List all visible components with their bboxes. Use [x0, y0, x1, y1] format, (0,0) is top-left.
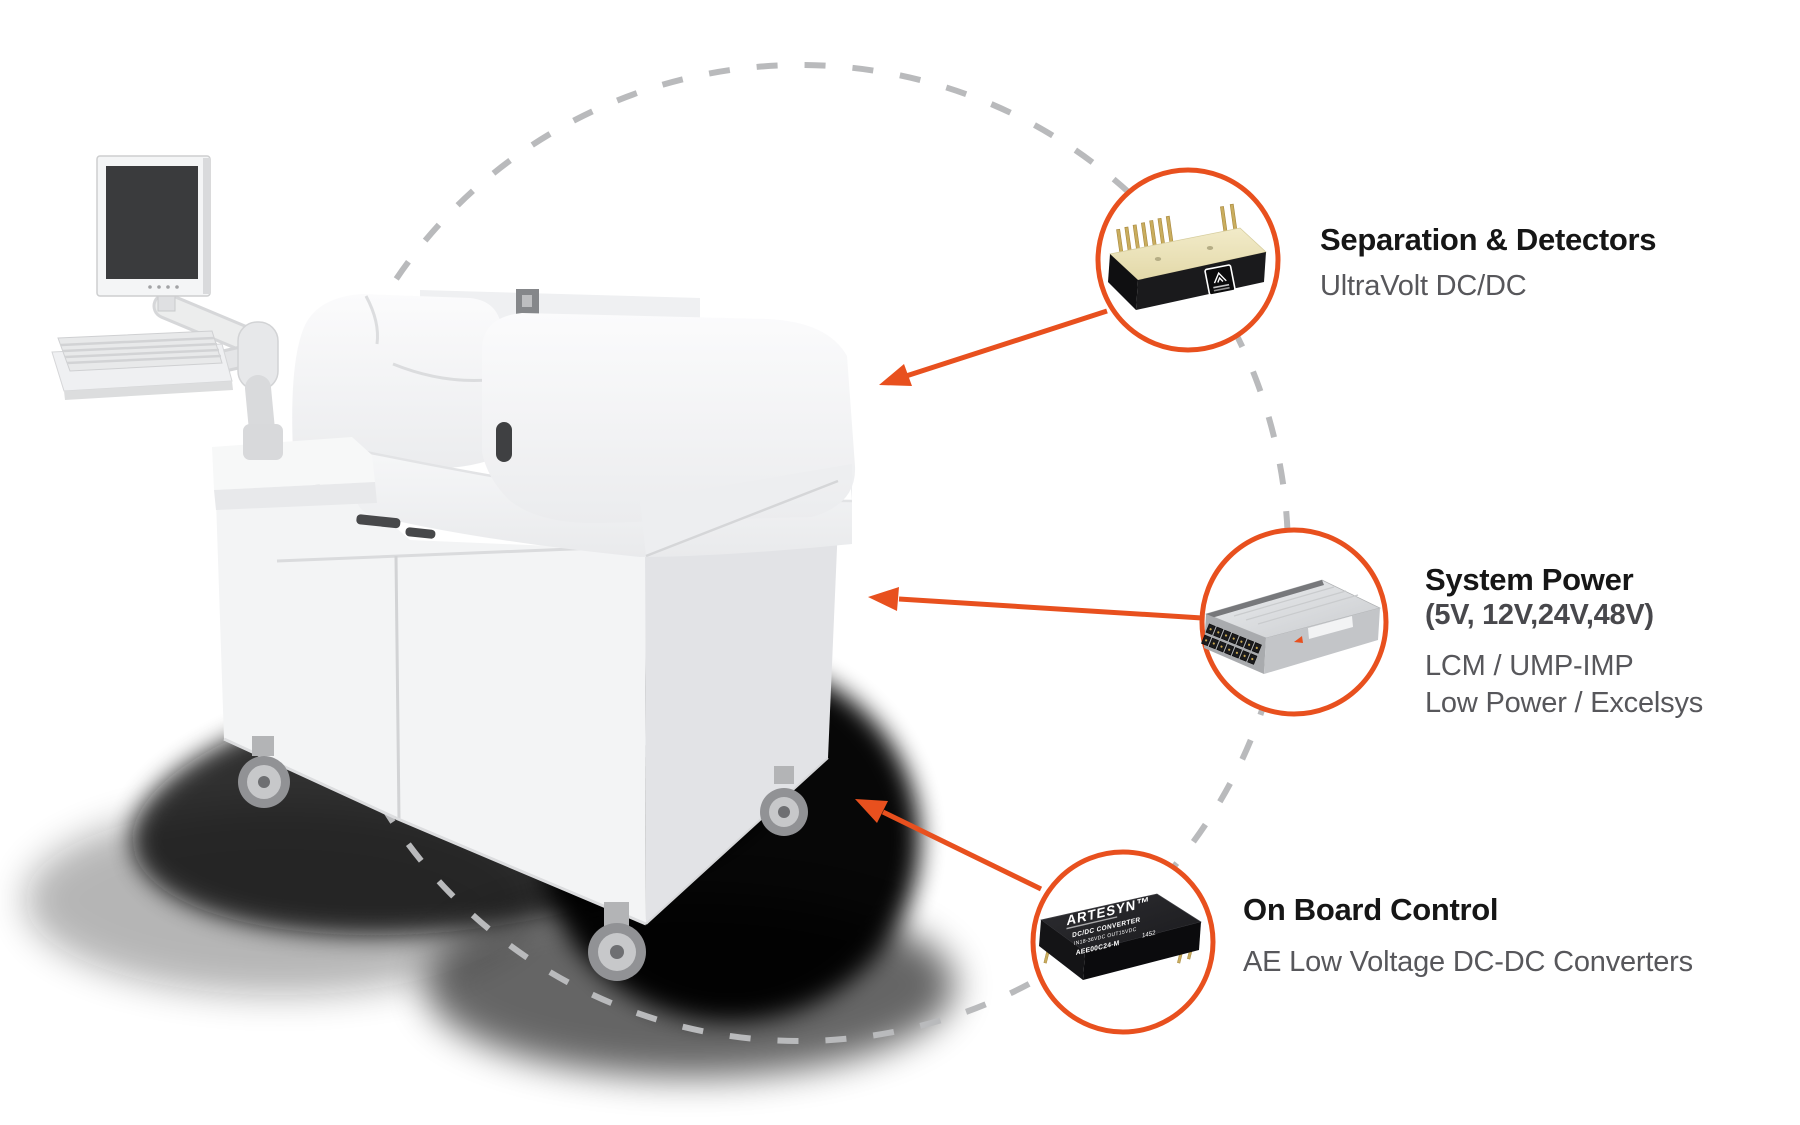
monitor — [96, 155, 211, 312]
analyzer-illustration — [51, 155, 856, 981]
worktop-left-strip-face — [214, 482, 377, 510]
monitor-screen — [106, 166, 198, 279]
caster-rear-right — [760, 766, 808, 836]
lcm-power-supply-illustration — [1201, 579, 1382, 674]
artesyn-converter-illustration: ARTESYN™ DC/DC CONVERTER IN18-36VDC OUT1… — [1039, 893, 1202, 980]
callout-circle-separation — [1095, 167, 1281, 353]
left-hood-seam — [364, 295, 379, 345]
caster-front-left — [238, 736, 290, 808]
deck-slot-left — [356, 514, 401, 529]
callout-system-power-title: System Power — [1425, 562, 1634, 597]
connector-grid — [1201, 623, 1262, 665]
callout-separation-title: Separation & Detectors — [1320, 222, 1657, 257]
arrow-system-power — [868, 587, 1203, 621]
ultravolt-module-illustration — [1108, 203, 1267, 310]
callout-arrows — [855, 308, 1203, 892]
psu-label — [1308, 616, 1353, 639]
right-hood-slot — [496, 422, 512, 462]
slab-side-crease — [645, 479, 839, 558]
callout-circle-system-power — [1199, 527, 1389, 717]
callout-system-power-detail-1: LCM / UMP-IMP — [1425, 650, 1634, 682]
cabinet-front-panel — [216, 492, 646, 924]
top-bracket — [516, 289, 539, 316]
psu-logo-mark — [1294, 636, 1303, 643]
door-seam — [394, 555, 401, 821]
arrow-separation — [879, 308, 1108, 386]
monitor-buttons — [148, 285, 179, 289]
deck-slot-right — [405, 527, 436, 539]
worktop-left-strip — [212, 437, 375, 490]
callout-on-board-title: On Board Control — [1243, 892, 1499, 927]
callout-on-board-detail: AE Low Voltage DC-DC Converters — [1243, 946, 1693, 978]
callout-separation-detail: UltraVolt DC/DC — [1320, 270, 1527, 302]
callout-separation-text: Separation & Detectors UltraVolt DC/DC — [1320, 222, 1657, 305]
keyboard-tray — [51, 330, 233, 400]
right-hood — [482, 313, 856, 524]
callout-system-power-text: System Power (5V, 12V,24V,48V) LCM / UMP… — [1425, 562, 1703, 722]
left-hood — [292, 294, 503, 469]
callout-circle-on-board: ARTESYN™ DC/DC CONVERTER IN18-36VDC OUT1… — [1030, 849, 1216, 1035]
worktop-right-face — [640, 464, 852, 556]
cabinet-side-panel — [645, 478, 840, 924]
keyboard — [57, 330, 223, 372]
callout-system-power-voltages: (5V, 12V,24V,48V) — [1425, 599, 1654, 631]
callout-system-power-detail-2: Low Power / Excelsys — [1425, 687, 1704, 719]
caster-front-middle — [588, 902, 646, 981]
cabinet-side-bottom-edge — [645, 757, 829, 925]
arrow-on-board — [855, 799, 1043, 892]
artesyn-code: 1452 — [1142, 929, 1156, 939]
callout-on-board-text: On Board Control AE Low Voltage DC-DC Co… — [1243, 892, 1693, 981]
ae-logo-label — [1204, 264, 1236, 296]
